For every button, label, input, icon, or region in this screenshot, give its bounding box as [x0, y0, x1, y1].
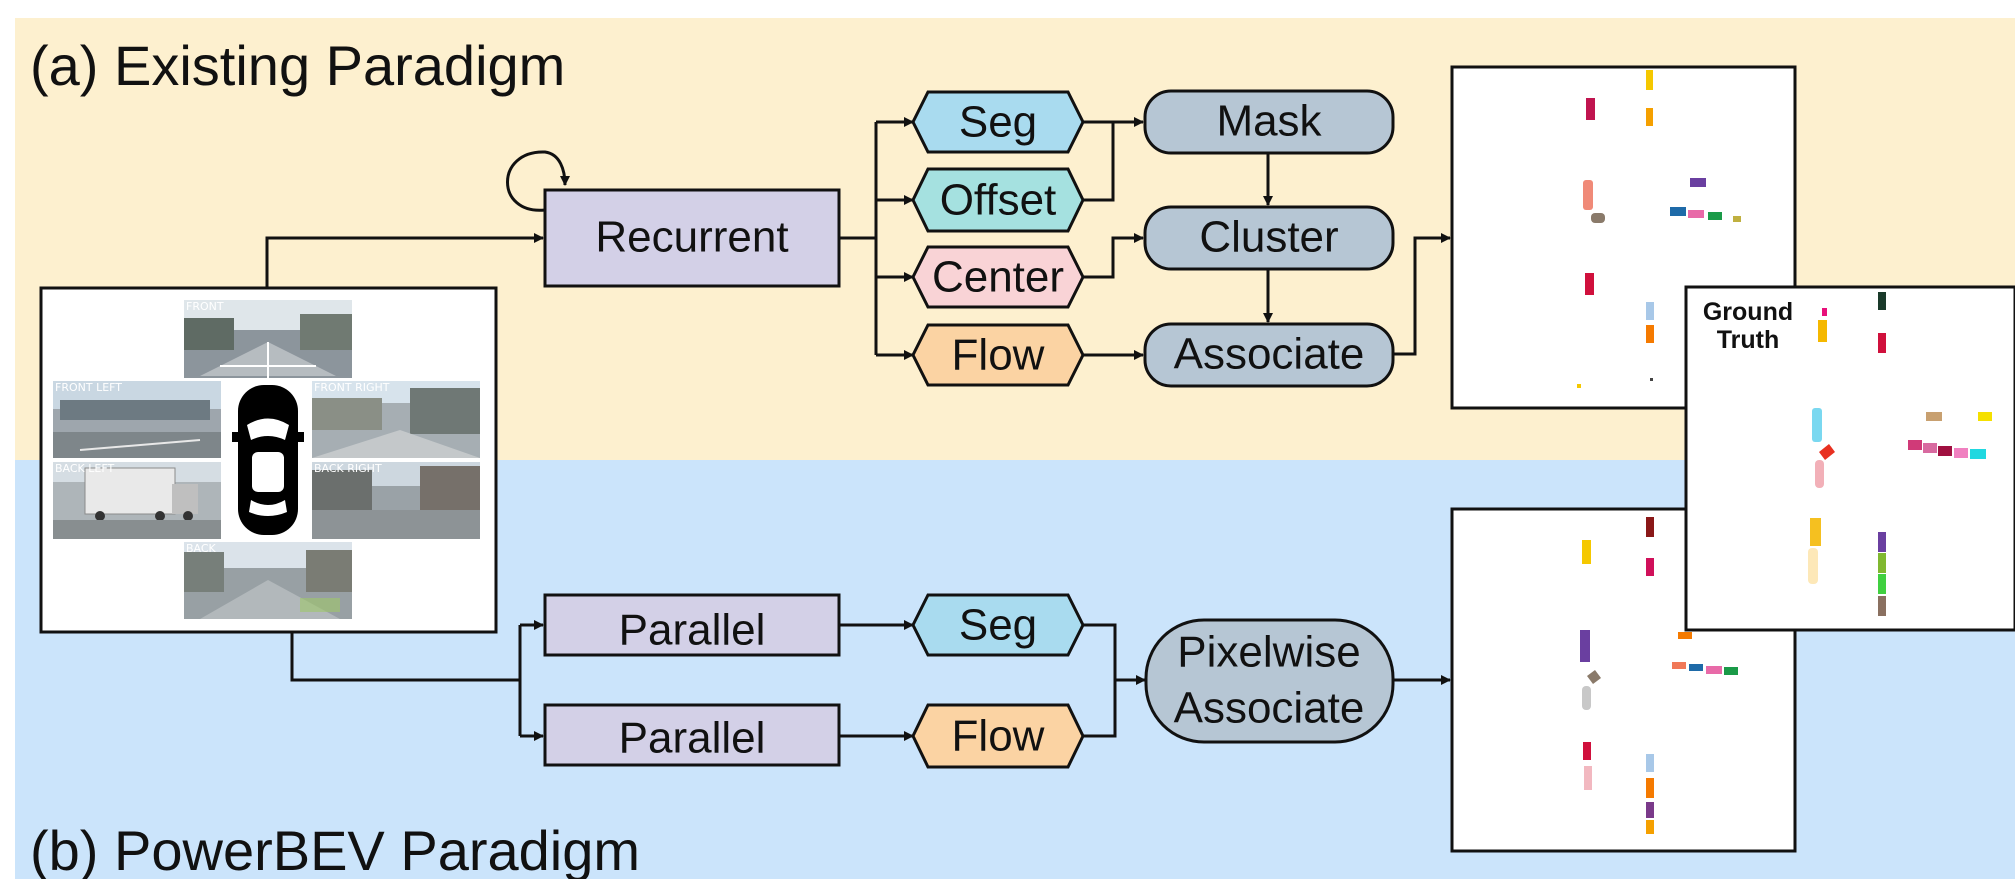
camera-label-front: FRONT	[186, 300, 224, 313]
existing-paradigm-title: (a) Existing Paradigm	[30, 34, 565, 97]
pixelwise-label: Pixelwise	[1177, 628, 1360, 677]
mask-label: Mask	[1216, 97, 1322, 146]
parallel-label-2: Parallel	[619, 714, 766, 763]
center-head-label: Center	[932, 253, 1064, 302]
pixelwise-associate-label: Associate	[1174, 684, 1365, 733]
flow-head-powerbev-label: Flow	[952, 712, 1045, 761]
seg-head-powerbev: Seg	[911, 593, 1085, 657]
camera-image-front-left: FRONT LEFT	[53, 381, 221, 458]
flow-head-existing-label: Flow	[952, 331, 1045, 380]
edge-center-to-cluster	[1083, 233, 1144, 279]
cluster-label: Cluster	[1199, 213, 1338, 262]
camera-label-back: BACK	[186, 542, 217, 555]
edge-seg-offset-merge	[1083, 120, 1115, 202]
seg-head-existing-label: Seg	[959, 98, 1037, 147]
offset-head-label: Offset	[940, 176, 1057, 225]
camera-image-back: BACK	[184, 542, 352, 619]
parallel-node-2: Parallel	[543, 703, 841, 767]
powerbev-paradigm-title: (b) PowerBEV Paradigm	[30, 819, 640, 879]
multi-camera-input: FRONT FRONT LEFT FRONT RIGHT	[39, 286, 498, 634]
camera-label-back-right: BACK RIGHT	[314, 462, 382, 475]
flow-head-powerbev: Flow	[911, 703, 1085, 769]
camera-label-front-right: FRONT RIGHT	[314, 381, 390, 394]
camera-image-back-left: BACK LEFT	[53, 462, 221, 539]
cluster-node: Cluster	[1143, 205, 1395, 271]
ground-truth-label-line2: Truth	[1717, 326, 1780, 354]
recurrent-node: Recurrent	[543, 188, 841, 288]
powerbev-edges	[290, 620, 1451, 741]
existing-edges	[265, 117, 1451, 360]
edge-input-to-recurrent	[265, 233, 544, 288]
offset-head: Offset	[911, 167, 1085, 233]
mask-node: Mask	[1143, 89, 1395, 155]
edge-input-to-parallel	[290, 632, 520, 682]
seg-head-existing: Seg	[911, 90, 1085, 154]
pixelwise-associate-node: Pixelwise Associate	[1144, 618, 1395, 744]
associate-label: Associate	[1174, 330, 1365, 379]
camera-image-front-right: FRONT RIGHT	[312, 381, 480, 458]
associate-node: Associate	[1143, 322, 1395, 388]
edge-recurrent-self-loop	[506, 150, 570, 212]
camera-image-back-right: BACK RIGHT	[312, 462, 480, 539]
center-head: Center	[911, 245, 1085, 309]
seg-head-powerbev-label: Seg	[959, 601, 1037, 650]
parallel-label-1: Parallel	[619, 606, 766, 655]
ground-truth-label-line1: Ground	[1703, 298, 1793, 326]
flow-head-existing: Flow	[911, 323, 1085, 387]
camera-image-front: FRONT	[184, 300, 352, 378]
recurrent-label: Recurrent	[595, 213, 788, 262]
edge-associate-to-output	[1393, 233, 1451, 356]
parallel-node-1: Parallel	[543, 593, 841, 657]
ground-truth-panel: Ground Truth	[1684, 285, 2015, 632]
car-top-view-icon	[232, 385, 304, 535]
camera-label-front-left: FRONT LEFT	[55, 381, 122, 394]
camera-label-back-left: BACK LEFT	[55, 462, 114, 475]
